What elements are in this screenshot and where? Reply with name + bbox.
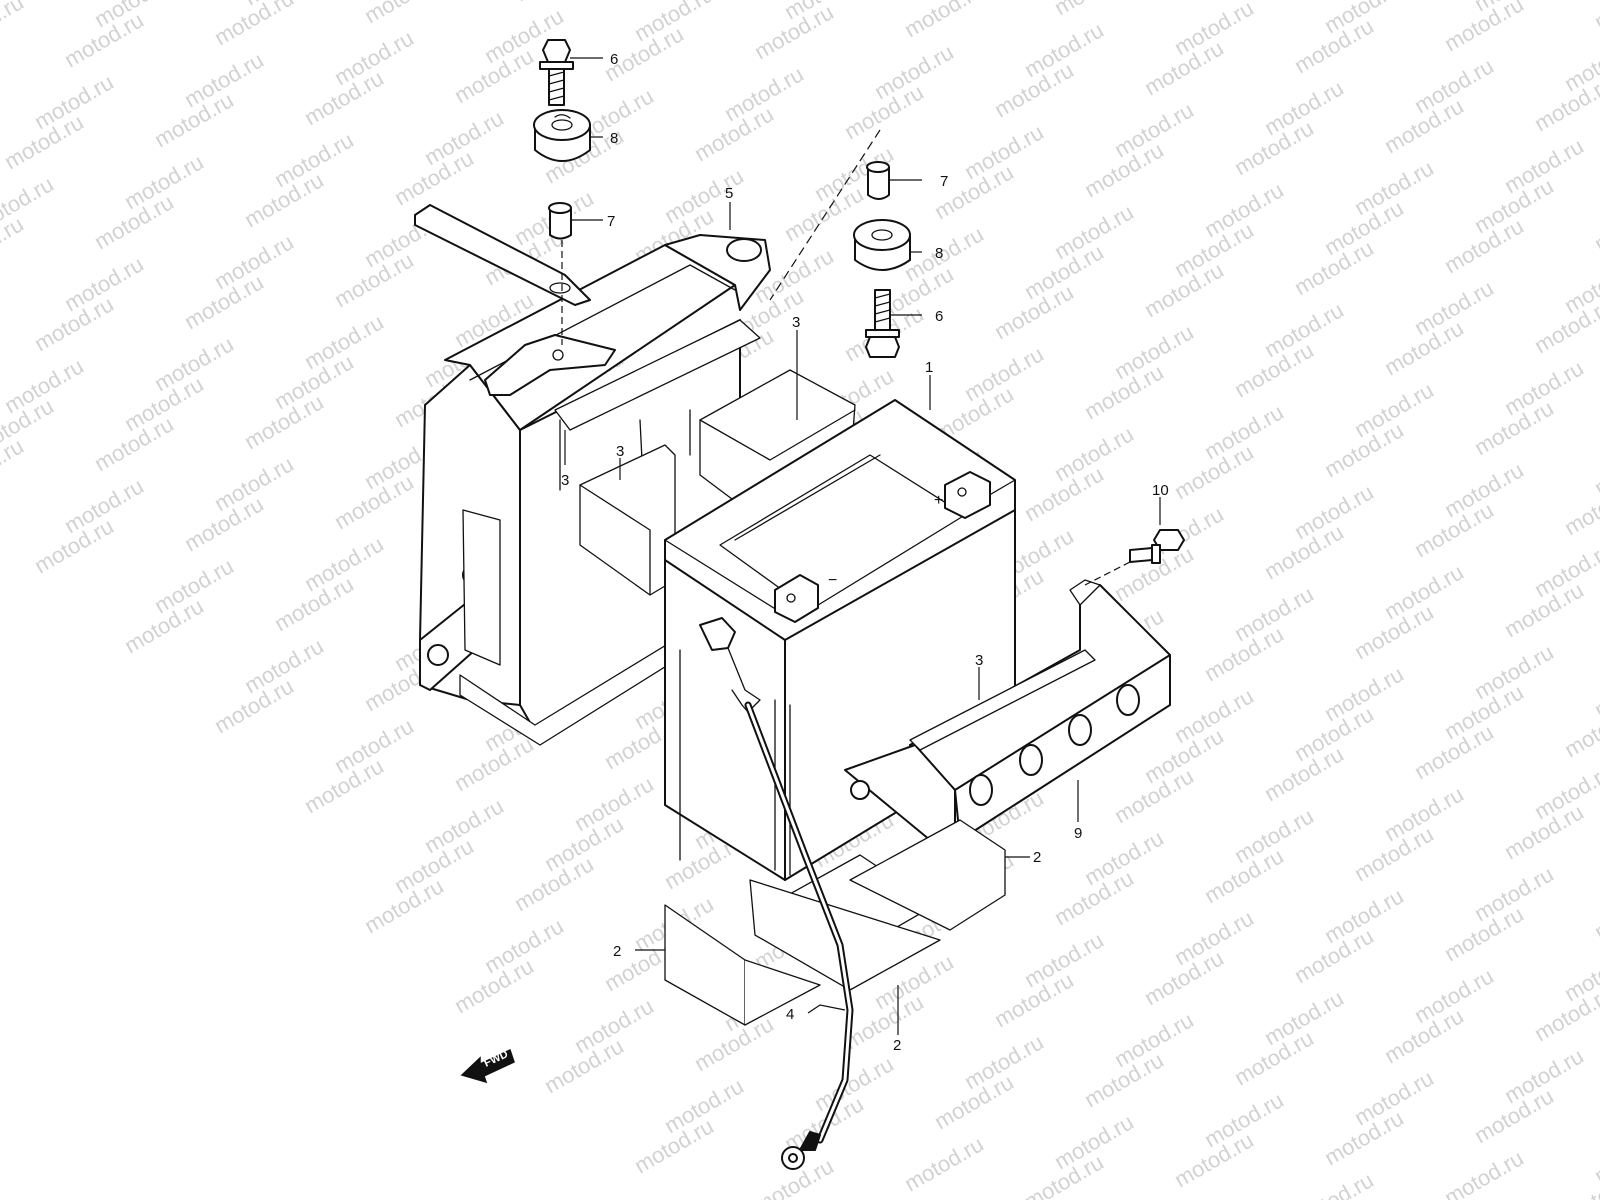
callout-1: 1 — [925, 359, 933, 376]
callout-5: 5 — [725, 185, 733, 202]
callout-6-right: 6 — [935, 308, 943, 325]
callout-7-right: 7 — [940, 173, 948, 190]
callout-8-right: 8 — [935, 245, 943, 262]
callout-3-bracket: 3 — [975, 652, 983, 669]
bolt-part-6-right — [865, 289, 900, 358]
watermark-text: motod.ru — [900, 0, 988, 42]
callout-3-top: 3 — [792, 314, 800, 331]
watermark-text: motod.ru — [360, 0, 448, 28]
fwd-direction-arrow: FWD — [460, 1048, 515, 1084]
watermark-text: motod.ru — [0, 0, 28, 54]
watermark-text: motod.ru — [1440, 0, 1528, 56]
callout-4: 4 — [786, 1006, 794, 1023]
callout-9: 9 — [1074, 825, 1082, 842]
watermark-text: motod.ru — [210, 0, 298, 50]
watermark-text: motod.ru — [1590, 191, 1600, 256]
watermark-text: motod.ru — [1440, 1145, 1528, 1200]
watermark-text: motod.ru — [1590, 435, 1600, 500]
leader-lines — [564, 57, 1161, 1035]
bottom-pads-part-2 — [664, 819, 1006, 1026]
cushion-part-8-right — [853, 219, 911, 271]
callout-7-left: 7 — [607, 213, 615, 230]
cushion-part-8-left — [533, 109, 591, 162]
negative-terminal-mark: − — [828, 572, 837, 589]
battery-cable-part-4 — [699, 617, 854, 1170]
positive-terminal-mark: + — [934, 492, 943, 509]
watermark-text: motod.ru — [900, 1131, 988, 1196]
callout-2-left: 2 — [613, 943, 621, 960]
watermark-text: motod.ru — [1290, 1167, 1378, 1200]
battery-holder-bracket-part-9 — [844, 579, 1171, 841]
callout-3-left-upper: 3 — [616, 443, 624, 460]
watermark-text: motod.ru — [1590, 879, 1600, 944]
watermark-text: motod.ru — [0, 433, 28, 498]
callout-2-bottom: 2 — [893, 1037, 901, 1054]
callout-10: 10 — [1152, 482, 1169, 499]
callout-6-top-left: 6 — [610, 51, 618, 68]
callout-numbers: 6 8 7 5 7 8 6 1 3 3 3 3 10 9 2 2 2 4 — [561, 51, 1169, 1054]
watermark-text: motod.ru — [0, 211, 28, 276]
callout-8-top-left: 8 — [610, 130, 618, 147]
collar-part-7-right — [866, 161, 890, 200]
case-pads-part-3 — [554, 319, 761, 596]
bolt-part-10 — [1129, 529, 1185, 564]
assembly-center-lines — [561, 129, 1131, 586]
watermark-text: motod.ru — [1590, 0, 1600, 34]
collar-part-7-left — [548, 202, 572, 240]
watermark-text: motod.ru — [1590, 657, 1600, 722]
callout-3-left-lower: 3 — [561, 472, 569, 489]
callout-2-right: 2 — [1033, 849, 1041, 866]
watermark-text: motod.ru — [1590, 1123, 1600, 1188]
bolt-part-6-left — [539, 39, 574, 106]
